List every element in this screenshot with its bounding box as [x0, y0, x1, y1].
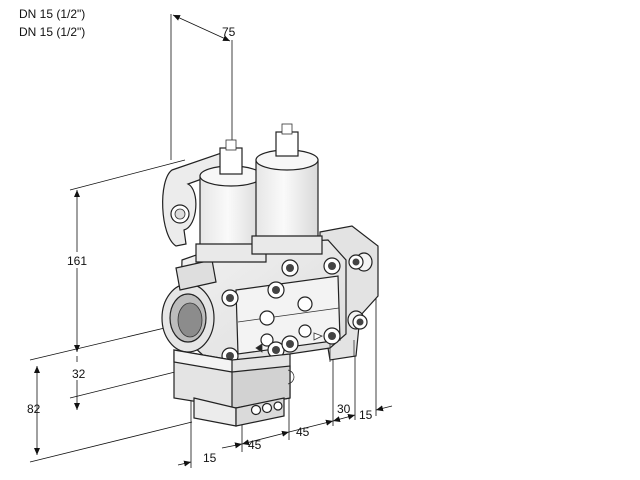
dimension-15-bottom-label: 15	[203, 451, 217, 465]
dimension-161: 161	[64, 159, 186, 352]
dimension-45-a-label: 45	[248, 438, 262, 452]
dimension-32-label: 32	[72, 367, 86, 381]
bolt-heads	[221, 254, 368, 365]
valve-assembly	[161, 123, 379, 427]
dimension-30-label: 30	[337, 402, 351, 416]
header-line-2: DN 15 (1/2")	[19, 25, 86, 39]
dimension-75: 75	[170, 14, 236, 160]
solenoid-coils	[195, 123, 323, 263]
header-line-1: DN 15 (1/2")	[19, 7, 86, 21]
dimension-15-right-label: 15	[359, 408, 373, 422]
dimension-bottom-chain: 15 45 45 30 15	[177, 270, 393, 468]
dimension-161-label: 161	[67, 254, 87, 268]
dimension-45-b-label: 45	[296, 425, 310, 439]
pressure-switch-module	[173, 340, 355, 427]
dimension-82-label: 82	[27, 402, 41, 416]
dimension-75-label: 75	[222, 25, 236, 39]
dimension-82: 82	[27, 366, 193, 463]
